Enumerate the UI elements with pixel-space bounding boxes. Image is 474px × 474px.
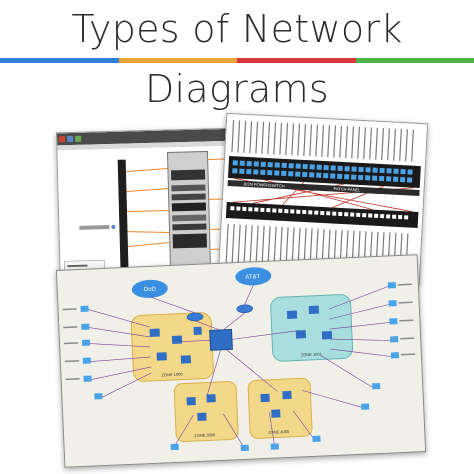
zone-3000 xyxy=(173,381,239,443)
zone-4000 xyxy=(247,377,313,439)
color-stripe xyxy=(0,58,474,63)
rack-diagram-screenshot xyxy=(55,127,243,295)
patch-label-left: BIZN POWERSWITCH xyxy=(244,181,285,188)
stripe-red xyxy=(237,58,356,63)
patch-panel-screenshot: BIZN POWERSWITCH PATCH PANEL xyxy=(217,112,429,286)
network-topology-screenshot: ZONE 1000 ZONE 1001 ZONE 3000 ZONE 4000 … xyxy=(55,254,427,468)
rack-diagram-image xyxy=(56,128,242,294)
router-icon xyxy=(236,304,254,314)
page-title-line1: Types of Network xyxy=(71,7,403,51)
zone-1000-label: ZONE 1000 xyxy=(161,372,183,378)
dod-cloud-label: DoD xyxy=(144,287,157,294)
stripe-orange xyxy=(118,58,237,63)
page-title-line2: Diagrams xyxy=(144,67,330,111)
core-switch-icon xyxy=(209,328,233,351)
zone-3000-label: ZONE 3000 xyxy=(194,432,216,438)
patch-label-right: PATCH PANEL xyxy=(333,186,361,192)
stripe-blue xyxy=(0,58,119,63)
att-cloud-label: AT&T xyxy=(245,274,260,281)
zone-4000-label: ZONE 4000 xyxy=(268,429,290,435)
stripe-green xyxy=(355,58,474,63)
att-cloud-icon xyxy=(235,267,272,286)
dod-cloud-icon xyxy=(131,279,168,298)
patch-panel-image: BIZN POWERSWITCH PATCH PANEL xyxy=(218,113,428,285)
zone-1001-label: ZONE 1001 xyxy=(301,351,323,357)
network-topology-image: ZONE 1000 ZONE 1001 ZONE 3000 ZONE 4000 … xyxy=(56,255,426,467)
